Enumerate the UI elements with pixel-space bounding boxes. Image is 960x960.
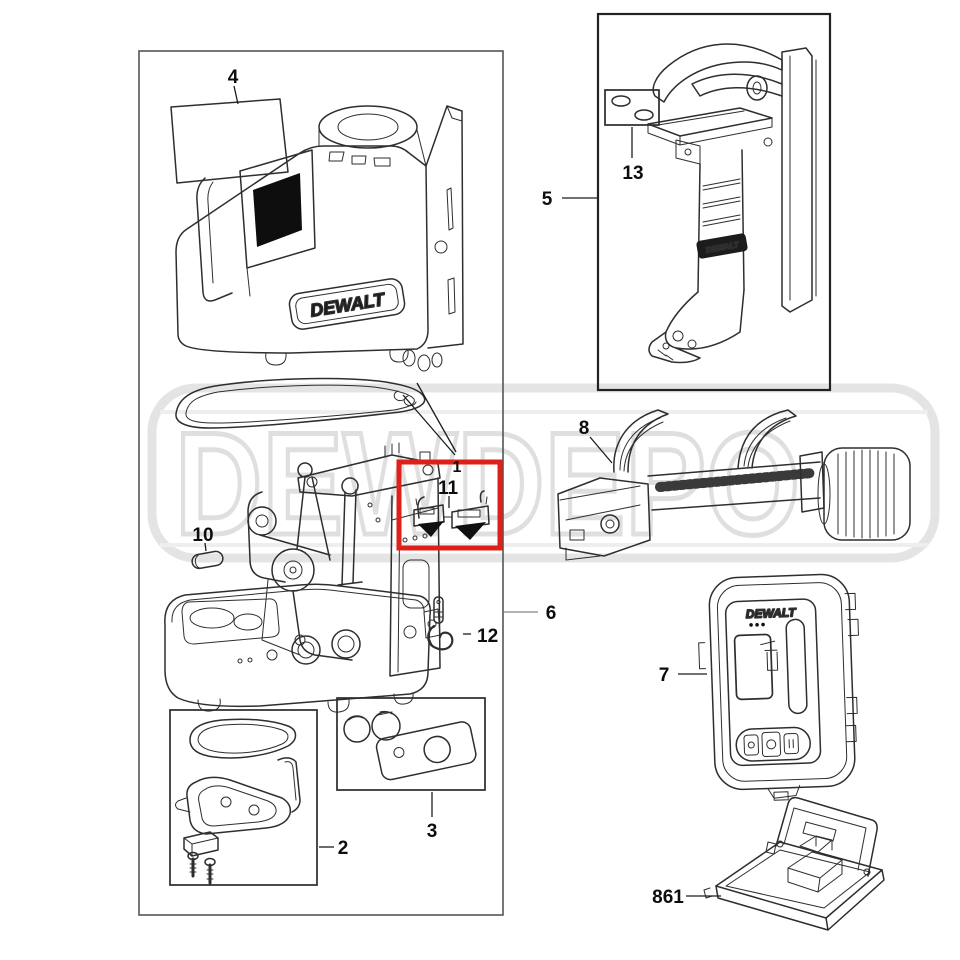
- part-7-detector-drawing: DEWALT: [698, 573, 859, 801]
- highlight-box-part-11: [396, 459, 503, 551]
- part-label-1: 1: [453, 459, 462, 476]
- callout-labels: 4 1 11 10 12 6 2 3 5 13 8 7 861: [192, 67, 684, 908]
- part-861-case-drawing: [703, 796, 885, 931]
- part-13-box: [604, 89, 660, 126]
- part-8-clamp-drawing: [557, 409, 911, 561]
- part-label-5: 5: [542, 189, 553, 210]
- part-4-target-card-drawing: [170, 98, 289, 184]
- part-3-kit-drawing: [343, 710, 477, 781]
- bracket-group-box: [596, 12, 832, 392]
- part-label-861: 861: [652, 887, 684, 908]
- part-label-6: 6: [546, 603, 557, 624]
- part-label-12: 12: [477, 626, 498, 647]
- main-unit-drawing: DEWALT: [175, 105, 464, 372]
- mechanism-drawing: [247, 442, 441, 677]
- main-unit-brand-text: DEWALT: [309, 289, 388, 321]
- part-label-13: 13: [622, 163, 643, 184]
- part-label-8: 8: [579, 418, 590, 439]
- gasket-drawing: [175, 377, 426, 429]
- part-12-screw-hook-drawing: [427, 596, 454, 651]
- part-10-pin-drawing: [191, 550, 224, 570]
- part-label-10: 10: [192, 525, 213, 546]
- part-label-2: 2: [338, 838, 349, 859]
- base-housing-drawing: [164, 583, 441, 713]
- part-label-7: 7: [659, 665, 670, 686]
- part-label-3: 3: [427, 821, 438, 842]
- detector-brand-text: DEWALT: [746, 605, 798, 621]
- watermark-border: [147, 383, 940, 563]
- part-label-4: 4: [228, 67, 239, 88]
- part-13-orings-drawing: [611, 95, 654, 121]
- part-11-modules-drawing: [413, 490, 490, 540]
- watermark-bottom-strip: [160, 543, 928, 547]
- part-5-bracket-drawing: DEWALT: [647, 43, 817, 364]
- part-2-box: [169, 709, 318, 886]
- part-2-kit-drawing: [175, 718, 301, 885]
- leader-lines: [204, 85, 721, 897]
- part-label-11: 11: [438, 478, 459, 499]
- watermark-top-strip: [160, 410, 928, 414]
- main-assembly-box: [138, 50, 504, 916]
- part-3-box: [336, 697, 486, 791]
